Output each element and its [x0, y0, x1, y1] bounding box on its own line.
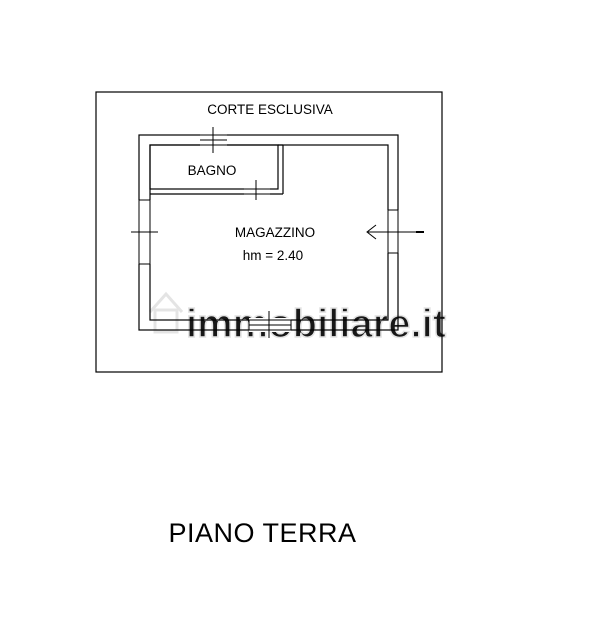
window-left [131, 199, 158, 265]
window-top [200, 127, 227, 153]
house-icon [148, 291, 184, 334]
entrance-arrow-icon [366, 224, 377, 240]
watermark-text: immobiliare.it [186, 302, 446, 346]
window-bottom [248, 311, 292, 338]
floor-label: PIANO TERRA [168, 518, 357, 548]
door-entrance [366, 209, 424, 254]
room-height-note: hm = 2.40 [243, 248, 303, 263]
courtyard-label: CORTE ESCLUSIVA [207, 102, 333, 117]
room-label-storage: MAGAZZINO [235, 225, 315, 240]
door-bathroom [244, 180, 270, 200]
watermark: immobiliare.it [148, 291, 447, 347]
openings [131, 127, 424, 338]
room-label-bathroom: BAGNO [188, 163, 237, 178]
courtyard-boundary [95, 91, 443, 373]
